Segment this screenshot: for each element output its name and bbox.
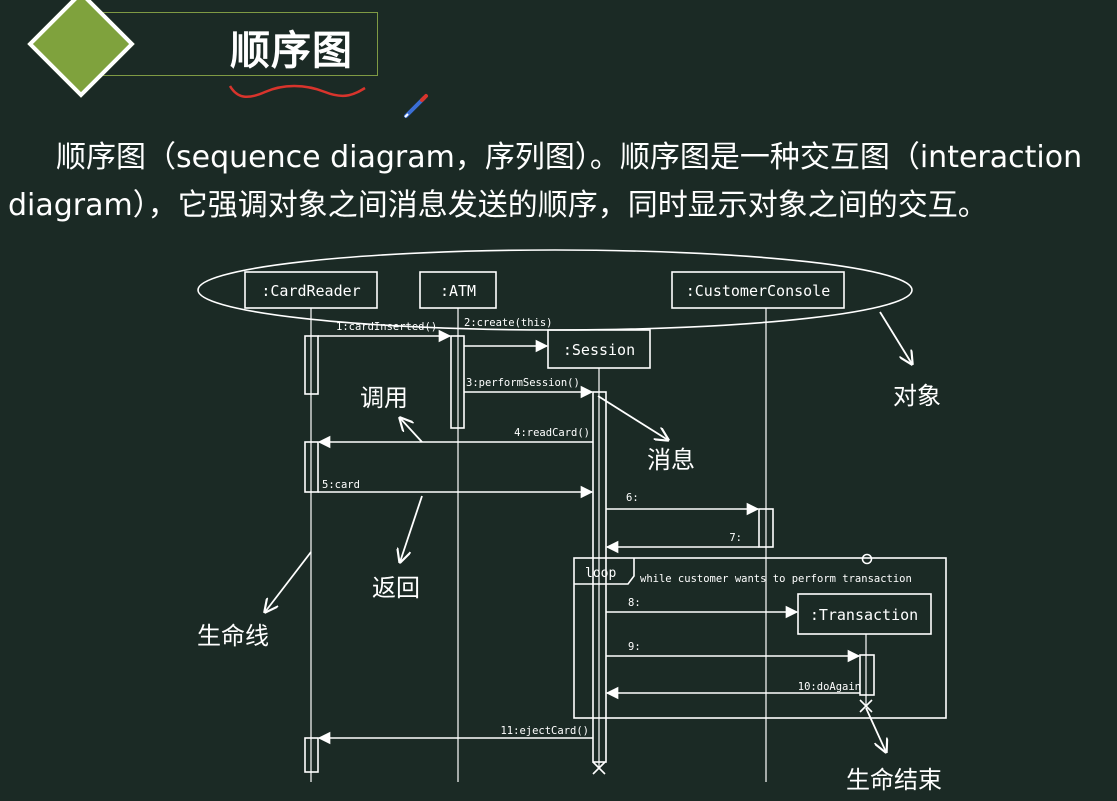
- message-5-label: 5:card: [322, 479, 360, 491]
- object-box-customerconsole: [671, 271, 845, 309]
- destroy-mark-session: [592, 761, 606, 775]
- message-7-label: 7:: [729, 532, 742, 544]
- pointer-end-of-life: [865, 707, 886, 752]
- title-underline-squiggle: [228, 84, 366, 99]
- annotation-call: 调用: [360, 384, 408, 412]
- message-10-label: 10:doAgain: [798, 681, 861, 693]
- message-8-label: 8:: [628, 597, 641, 609]
- pointer-lifeline: [265, 551, 312, 612]
- loop-label-tab: [574, 558, 635, 585]
- object-label-customerconsole: :CustomerConsole: [686, 282, 831, 300]
- activation-cardreader-2: [304, 441, 319, 493]
- message-6-label: 6:: [626, 492, 639, 504]
- object-label-transaction: :Transaction: [810, 606, 918, 624]
- message-11-label: 11:ejectCard(): [500, 725, 589, 737]
- activation-transaction: [859, 654, 875, 696]
- annotation-message: 消息: [647, 446, 695, 474]
- annotation-objects: 对象: [893, 382, 941, 410]
- pointer-return: [400, 495, 423, 562]
- activation-session: [592, 391, 607, 763]
- pointer-message: [597, 395, 668, 440]
- activation-atm: [450, 335, 465, 429]
- message-2-label: 2:create(this): [464, 317, 553, 329]
- pen-icon: [404, 94, 428, 118]
- loop-frame: [573, 557, 947, 719]
- description-paragraph: 顺序图（sequence diagram，序列图）。顺序图是一种交互图（inte…: [8, 140, 1083, 223]
- object-label-session: :Session: [563, 341, 635, 359]
- slide-title: 顺序图: [230, 28, 353, 74]
- annotation-end-of-life: 生命结束: [846, 766, 942, 794]
- message-9-label: 9:: [628, 641, 641, 653]
- message-3-label: 3:performSession(): [466, 377, 580, 389]
- activation-cardreader-1: [304, 335, 319, 395]
- message-4-label: 4:readCard(): [514, 427, 590, 439]
- object-label-atm: :ATM: [440, 282, 476, 300]
- pointer-call: [400, 418, 423, 443]
- destroy-mark-transaction: [859, 699, 873, 713]
- loop-guard: while customer wants to perform transact…: [640, 573, 912, 585]
- loop-guard-circle: [861, 553, 873, 565]
- annotation-lifeline: 生命线: [197, 622, 269, 650]
- annotation-return: 返回: [372, 574, 420, 602]
- activation-cardreader-3: [304, 737, 319, 773]
- object-label-cardreader: :CardReader: [261, 282, 360, 300]
- activation-customerconsole: [758, 508, 774, 548]
- loop-label: loop: [585, 566, 616, 581]
- pointer-objects: [879, 311, 912, 364]
- message-1-label: 1:cardInserted(): [336, 321, 437, 333]
